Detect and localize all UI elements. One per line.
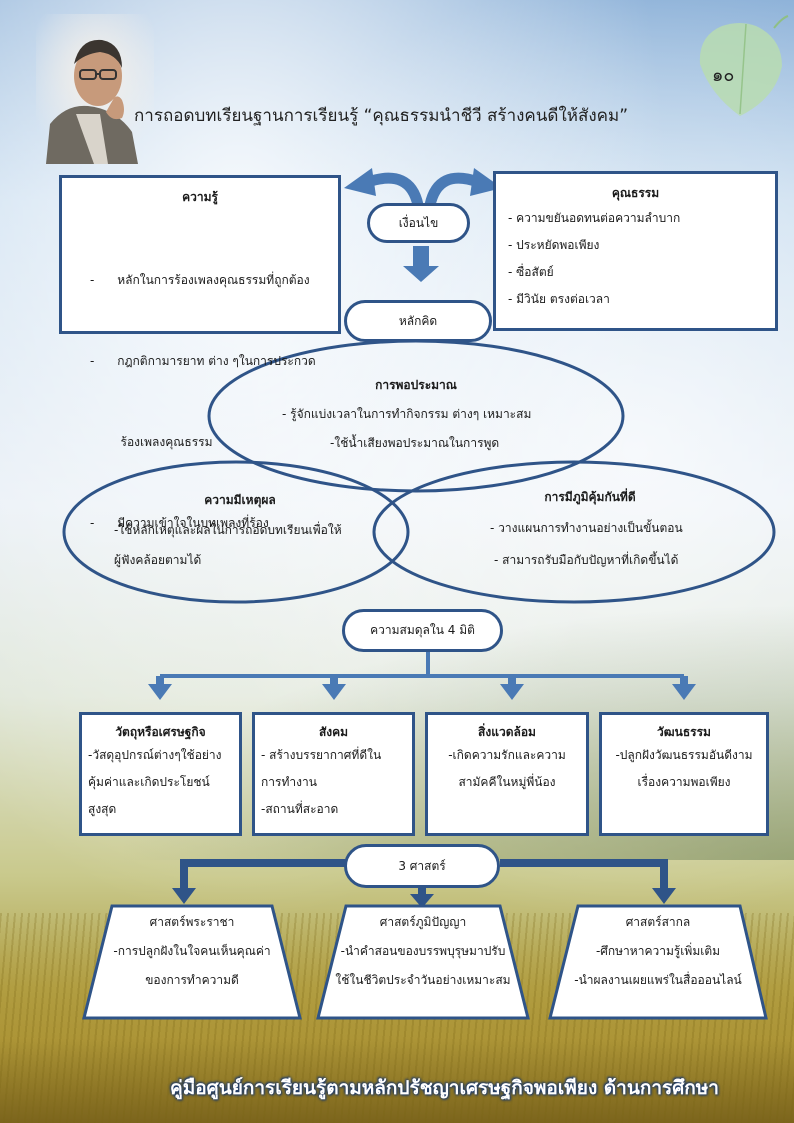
reasonableness-heading: ความมีเหตุผล xyxy=(204,493,276,507)
sciences-mid-arrow-icon xyxy=(410,894,434,908)
science-heading: ศาสตร์ภูมิปัญญา xyxy=(379,915,467,929)
branch-arrows-icon xyxy=(148,676,696,700)
curved-arrow-left-icon xyxy=(366,172,424,207)
science-line: -นำคำสอนของบรรพบุรุษมาปรับ xyxy=(340,944,506,958)
portrait-image xyxy=(36,14,154,164)
dimension-box-culture: วัฒนธรรม -ปลูกฝังวัฒนธรรมอันดีงาม เรื่อง… xyxy=(599,712,769,836)
curved-arrow-left-head-icon xyxy=(344,168,376,196)
dimension-line: - สร้างบรรยากาศที่ดีใน xyxy=(261,748,382,762)
science-line: -การปลูกฝังในใจคนเห็นคุณค่า xyxy=(113,944,271,958)
three-sciences-label: 3 ศาสตร์ xyxy=(398,858,446,873)
science-line: -ศึกษาหาความรู้เพิ่มเติม xyxy=(595,944,721,958)
balance-pill: ความสมดุลใน 4 มิติ xyxy=(342,609,503,652)
dimension-heading: สังคม xyxy=(318,725,349,739)
science-wisdom-shape xyxy=(316,904,530,1020)
virtue-box: คุณธรรม - ความขยันอดทนต่อความลำบาก - ประ… xyxy=(493,171,778,331)
dimension-line: -สถานที่สะอาด xyxy=(261,802,339,816)
virtue-item: - ความขยันอดทนต่อความลำบาก xyxy=(508,211,681,225)
down-arrow-icon xyxy=(403,266,439,282)
science-royal-shape xyxy=(82,904,302,1020)
dimension-line: สูงสุด xyxy=(88,802,117,816)
science-wisdom-text: ศาสตร์ภูมิปัญญา -นำคำสอนของบรรพบุรุษมาปร… xyxy=(322,908,524,995)
science-universal-text: ศาสตร์สากล -ศึกษาหาความรู้เพิ่มเติม -นำผ… xyxy=(556,908,760,995)
science-line: ของการทำความดี xyxy=(145,973,239,987)
page-number: ๑๐ xyxy=(712,65,735,86)
dimension-line: การทำงาน xyxy=(261,775,317,789)
dimension-line: -วัสดุอุปกรณ์ต่างๆใช้อย่าง xyxy=(88,748,222,762)
bodhi-leaf-decoration xyxy=(699,15,789,116)
curved-arrow-right-icon xyxy=(424,172,480,207)
dimension-heading: วัฒนธรรม xyxy=(657,725,711,739)
balance-label: ความสมดุลใน 4 มิติ xyxy=(370,623,475,637)
moderation-line: -ใช้น้ำเสียงพอประมาณในการพูด xyxy=(330,436,500,450)
virtue-item: - ประหยัดพอเพียง xyxy=(508,238,600,252)
dimension-line: -ปลูกฝังวัฒนธรรมอันดีงาม xyxy=(615,748,753,762)
knowledge-heading: ความรู้ xyxy=(182,190,218,204)
virtue-list: - ความขยันอดทนต่อความลำบาก - ประหยัดพอเพ… xyxy=(496,205,775,313)
sciences-left-arrow-icon xyxy=(172,888,196,904)
knowledge-item: - หลักในการร้องเพลงคุณธรรมที่ถูกต้อง xyxy=(90,273,310,287)
dimension-box-social: สังคม - สร้างบรรยากาศที่ดีใน การทำงาน -ส… xyxy=(252,712,415,836)
condition-pill: เงื่อนไข xyxy=(367,203,470,243)
dimension-box-environment: สิ่งแวดล้อม -เกิดความรักและความ สามัคคีใ… xyxy=(425,712,589,836)
principle-pill: หลักคิด xyxy=(344,300,492,342)
knowledge-list: - หลักในการร้องเพลงคุณธรรมที่ถูกต้อง - ก… xyxy=(62,213,338,591)
science-universal-shape xyxy=(548,904,768,1020)
knowledge-item: ร้องเพลงคุณธรรม xyxy=(90,435,213,449)
immunity-line: - วางแผนการทำงานอย่างเป็นขั้นตอน xyxy=(490,521,683,535)
dimension-box-economic: วัตถุหรือเศรษฐกิจ -วัสดุอุปกรณ์ต่างๆใช้อ… xyxy=(79,712,242,836)
science-heading: ศาสตร์สากล xyxy=(625,915,691,929)
three-sciences-pill: 3 ศาสตร์ xyxy=(344,844,500,888)
reasonableness-ellipse xyxy=(62,460,410,604)
science-royal-text: ศาสตร์พระราชา -การปลูกฝังในใจคนเห็นคุณค่… xyxy=(96,908,288,995)
footer-title: คู่มือศูนย์การเรียนรู้ตามหลักปรัชญาเศรษฐ… xyxy=(170,1077,719,1099)
dimension-line: -เกิดความรักและความ xyxy=(448,748,566,762)
dimension-line: สามัคคีในหมู่พี่น้อง xyxy=(458,775,556,789)
reasonableness-line: ผู้ฟังคล้อยตามได้ xyxy=(114,553,202,567)
science-heading: ศาสตร์พระราชา xyxy=(149,915,235,929)
knowledge-item: - กฎกติกามารยาท ต่าง ๆในการประกวด xyxy=(90,354,316,368)
reasonableness-line: -ใช้หลักเหตุและผลในการถอดบทเรียนเพื่อให้ xyxy=(114,523,342,537)
knowledge-box: ความรู้ - หลักในการร้องเพลงคุณธรรมที่ถูก… xyxy=(59,175,341,530)
dimension-heading: วัตถุหรือเศรษฐกิจ xyxy=(115,725,206,739)
dimension-line: คุ้มค่าและเกิดประโยชน์ xyxy=(88,775,210,789)
principle-label: หลักคิด xyxy=(398,313,438,328)
sciences-right-arrow-icon xyxy=(652,888,676,904)
virtue-item: - ซื่อสัตย์ xyxy=(508,265,554,279)
knowledge-item: - มีความเข้าใจในบทเพลงที่ร้อง xyxy=(90,516,269,530)
immunity-heading: การมีภูมิคุ้มกันที่ดี xyxy=(544,490,636,504)
immunity-ellipse xyxy=(372,460,776,604)
science-line: ใช้ในชีวิตประจำวันอย่างเหมาะสม xyxy=(335,973,511,987)
science-line: -นำผลงานเผยแพร่ในสื่อออนไลน์ xyxy=(574,973,742,987)
immunity-line: - สามารถรับมือกับปัญหาที่เกิดขึ้นได้ xyxy=(494,553,679,567)
condition-label: เงื่อนไข xyxy=(398,215,439,230)
moderation-line: - รู้จักแบ่งเวลาในการทำกิจกรรม ต่างๆ เหม… xyxy=(282,407,532,421)
virtue-item: - มีวินัย ตรงต่อเวลา xyxy=(508,292,610,306)
dimension-heading: สิ่งแวดล้อม xyxy=(478,725,536,739)
moderation-heading: การพอประมาณ xyxy=(375,378,457,392)
virtue-heading: คุณธรรม xyxy=(611,186,660,200)
page-title: การถอดบทเรียนฐานการเรียนรู้ “คุณธรรมนำชี… xyxy=(134,106,629,126)
dimension-line: เรื่องความพอเพียง xyxy=(637,775,731,789)
